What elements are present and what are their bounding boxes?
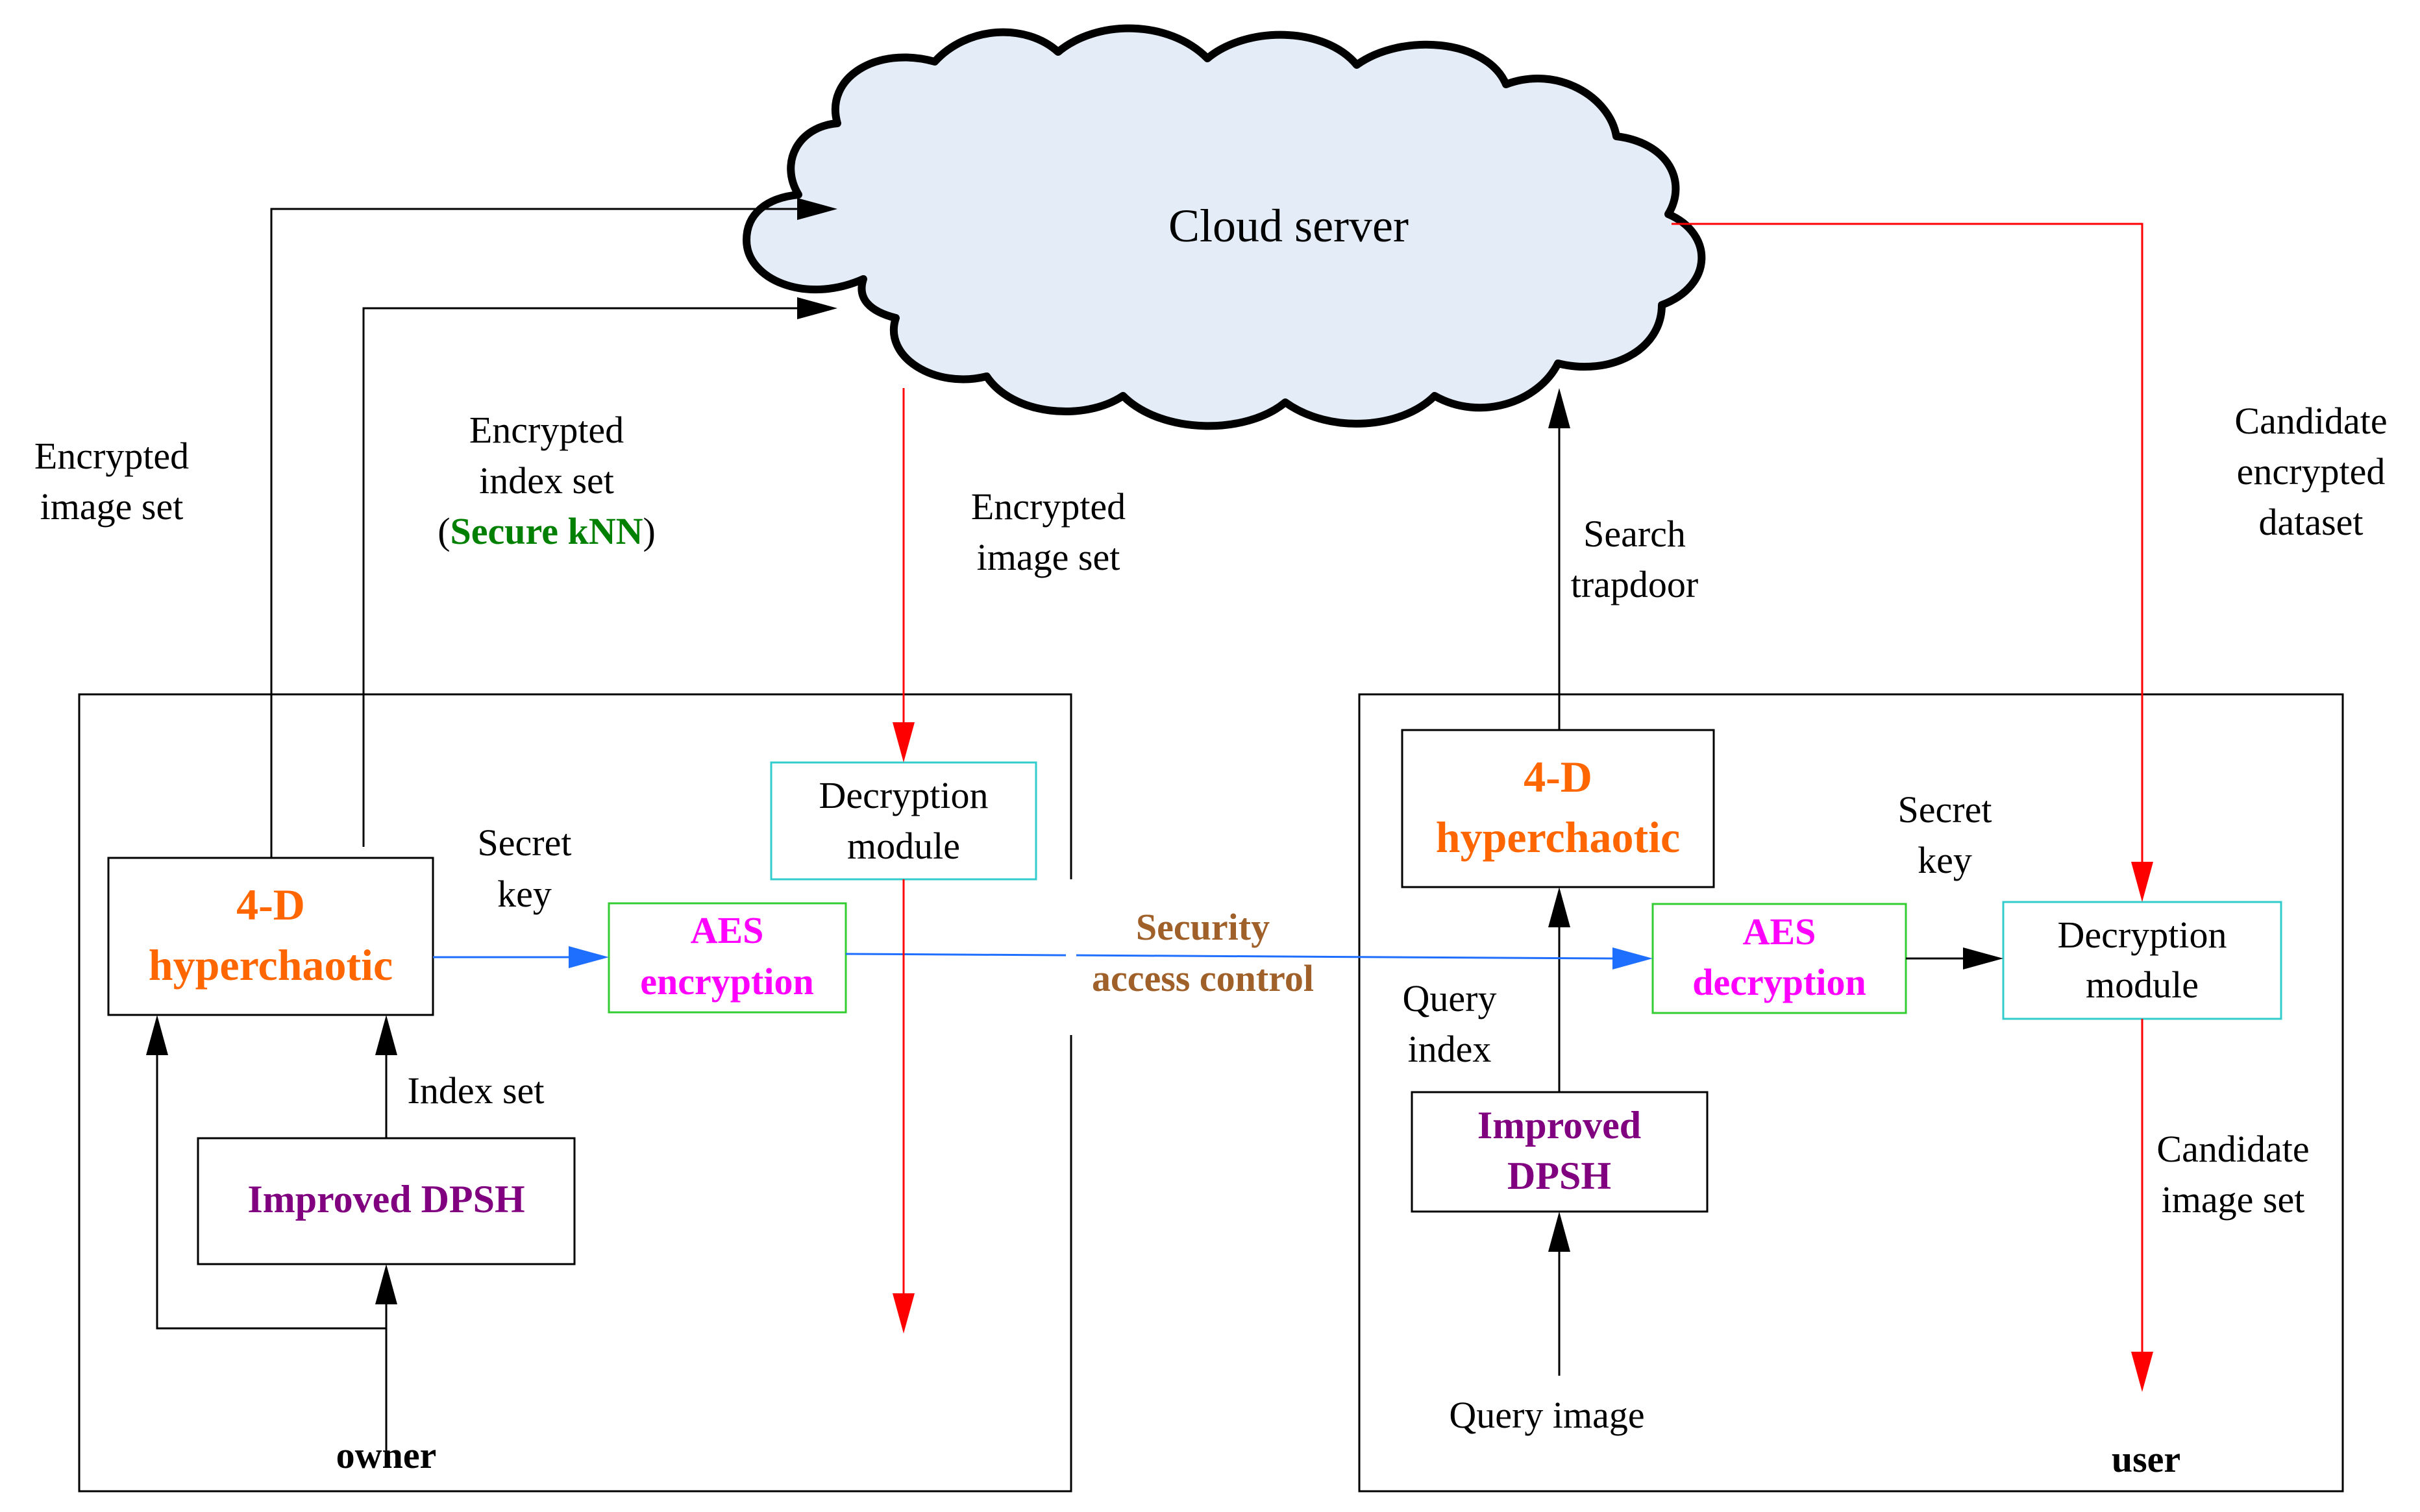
aes-encryption-label-2: encryption <box>640 960 813 1003</box>
search-trapdoor-label-1: Search <box>1583 513 1686 555</box>
encrypted-image-set-mid-label-1: Encrypted <box>971 485 1126 528</box>
query-index-label-2: index <box>1408 1028 1492 1070</box>
arrowhead-trapdoor <box>1548 388 1570 428</box>
aes-encryption-box <box>608 902 847 1014</box>
candidate-dataset-label-3: dataset <box>2258 501 2363 543</box>
user-secret-key-label-2: key <box>1918 839 1972 881</box>
arrowhead-dpsh <box>375 1264 397 1304</box>
aes-decryption-label-1: AES <box>1743 910 1816 953</box>
cloud-server-shape <box>743 24 1706 430</box>
arrowhead-user-chaotic <box>1548 887 1570 927</box>
arrowhead-user-decryption-top <box>2131 862 2153 902</box>
panel-border-gap <box>1066 879 1076 1035</box>
search-trapdoor-label-2: trapdoor <box>1571 563 1699 605</box>
aes-decryption-label-2: decryption <box>1692 961 1866 1003</box>
arrowhead-aes-decryption <box>1612 947 1653 969</box>
encrypted-image-set-flow <box>270 208 797 858</box>
encrypted-image-set-mid-label-2: image set <box>977 536 1120 578</box>
arrowhead-chaotic-left <box>146 1015 168 1055</box>
arrowhead-owner-output <box>893 1293 915 1334</box>
arrowhead-user-output <box>2131 1352 2153 1392</box>
arrowhead-chaotic-right <box>375 1015 397 1055</box>
owner-chaotic-label-2: hyperchaotic <box>149 940 393 990</box>
user-chaotic-box <box>1401 729 1715 888</box>
user-secret-key-label-1: Secret <box>1898 788 1992 831</box>
security-access-label-1: Security <box>1136 906 1270 948</box>
aes-encryption-label-1: AES <box>691 909 764 951</box>
paren-open: ( <box>438 510 450 552</box>
user-dpsh-label-2: DPSH <box>1507 1154 1611 1197</box>
cloud-server-label: Cloud server <box>1168 200 1409 252</box>
owner-decryption-box <box>770 761 1037 881</box>
paren-close: ) <box>643 510 655 552</box>
candidate-image-set-label-2: image set <box>2162 1178 2305 1221</box>
index-set-label: Index set <box>408 1069 545 1112</box>
arrowhead-cloud-mid <box>797 297 837 319</box>
candidate-dataset-label-1: Candidate <box>2234 400 2387 442</box>
secure-knn-label: Secure kNN <box>451 510 643 552</box>
owner-decryption-label-2: module <box>847 825 960 867</box>
encrypted-index-set-flow <box>362 307 798 847</box>
arrowhead-user-dpsh <box>1548 1212 1570 1252</box>
arrowhead-cloud-top <box>797 198 837 220</box>
arrowhead-owner-decryption <box>893 722 915 762</box>
arrowhead-aes-encryption <box>569 946 609 968</box>
user-chaotic-label-1: 4-D <box>1524 752 1592 801</box>
owner-secret-key-label-1: Secret <box>478 822 572 864</box>
user-decryption-label-1: Decryption <box>2058 914 2227 956</box>
owner-chaotic-box <box>107 857 434 1016</box>
user-chaotic-label-2: hyperchaotic <box>1436 812 1681 862</box>
owner-chaotic-label-1: 4-D <box>236 880 305 929</box>
query-image-label: Query image <box>1449 1394 1644 1436</box>
owner-secret-key-label-2: key <box>497 873 552 915</box>
encrypted-image-set-left-label-2: image set <box>40 485 184 528</box>
security-access-flow <box>845 953 1614 960</box>
arrowhead-user-decryption <box>1963 947 2003 969</box>
security-access-label-2: access control <box>1092 957 1314 999</box>
user-label: user <box>2112 1438 2180 1480</box>
owner-dpsh-label: Improved DPSH <box>247 1178 525 1221</box>
owner-decryption-label-1: Decryption <box>819 774 989 816</box>
user-decryption-label-2: module <box>2086 964 2199 1006</box>
encrypted-index-set-label-1: Encrypted <box>469 409 624 451</box>
owner-loop-line <box>156 1055 386 1330</box>
encrypted-index-set-label-3: (Secure kNN) <box>438 510 656 552</box>
query-index-label-1: Query <box>1403 977 1497 1019</box>
encrypted-image-set-left-label-1: Encrypted <box>34 435 189 477</box>
user-decryption-box <box>2002 901 2282 1020</box>
candidate-dataset-label-2: encrypted <box>2237 450 2386 493</box>
owner-panel <box>78 693 1072 1493</box>
candidate-dataset-flow <box>1672 223 2143 862</box>
candidate-image-set-label-1: Candidate <box>2156 1128 2309 1170</box>
encrypted-index-set-label-2: index set <box>479 459 614 502</box>
user-dpsh-box <box>1411 1091 1709 1213</box>
user-dpsh-label-1: Improved <box>1477 1104 1641 1147</box>
user-panel <box>1358 693 2344 1493</box>
